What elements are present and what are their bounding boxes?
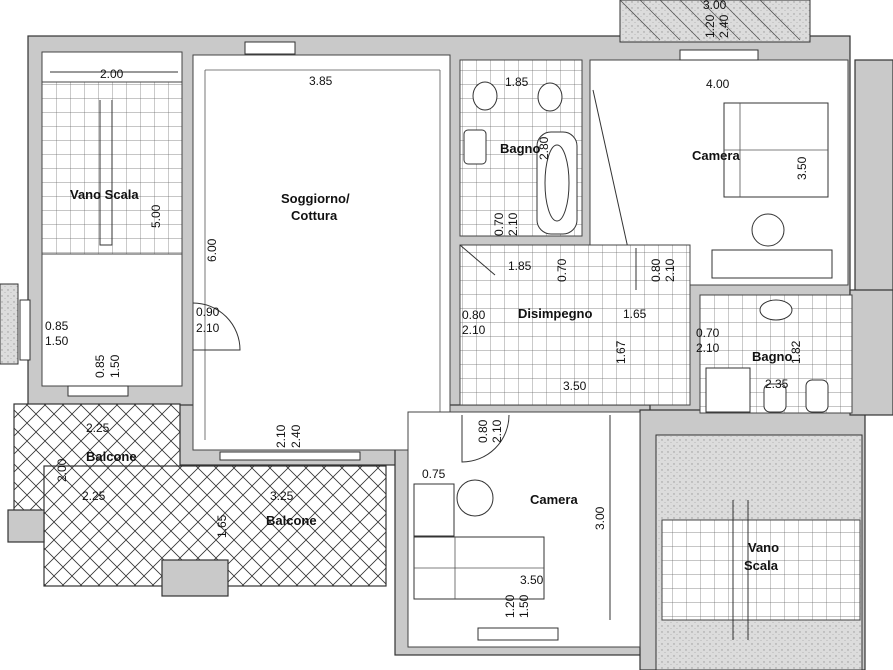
dim-bagno2-w: 2.35 <box>765 377 789 391</box>
dim-balcone-c-h: 1.65 <box>215 514 229 538</box>
dim-door-sogg-b: 2.10 <box>196 321 220 335</box>
label-balcone-left: Balcone <box>86 449 137 464</box>
dim-door-bagno-b: 2.10 <box>506 212 520 236</box>
label-bagno-top: Bagno <box>500 141 541 156</box>
label-disimpegno: Disimpegno <box>518 306 592 321</box>
dim-camera2-h: 3.00 <box>593 506 607 530</box>
camera-bottom <box>407 411 641 648</box>
dim-win-left-b: 1.50 <box>45 334 69 348</box>
dim-camera-w: 4.00 <box>706 77 730 91</box>
vano-scala-right <box>655 434 863 670</box>
dim-disimp-top-h: 0.70 <box>555 258 569 282</box>
dim-bagno-h: 2.80 <box>537 136 551 160</box>
label-scala-right: Scala <box>744 558 779 573</box>
camera-top <box>589 59 849 286</box>
dim-door-cam2-a: 0.80 <box>476 419 490 443</box>
dim-disimp-h: 1.67 <box>614 340 628 364</box>
dim-desk-w: 0.75 <box>422 467 446 481</box>
dim-door-sogg-a: 0.90 <box>196 305 220 319</box>
label-soggiorno: Soggiorno/ <box>281 191 350 206</box>
label-camera-bottom: Camera <box>530 492 578 507</box>
dim-win-sogg-a: 2.10 <box>274 424 288 448</box>
label-cottura: Cottura <box>291 208 338 223</box>
windows <box>19 41 759 641</box>
dim-disimp-len: 3.50 <box>563 379 587 393</box>
dim-win-left-a: 0.85 <box>45 319 69 333</box>
dim-camera-h: 3.50 <box>795 156 809 180</box>
label-bagno-small: Bagno <box>752 349 793 364</box>
label-vano-scala-left: Vano Scala <box>70 187 139 202</box>
dim-door-disimp-b: 2.10 <box>462 323 486 337</box>
label-camera-top: Camera <box>692 148 740 163</box>
dim-win-cam2-a: 1.20 <box>503 594 517 618</box>
dim-door-camera-b: 2.10 <box>663 258 677 282</box>
dim-stair-w: 2.00 <box>100 67 124 81</box>
label-vano-right: Vano <box>748 540 779 555</box>
dim-door-bagno-a: 0.70 <box>492 212 506 236</box>
dim-top-stair-b: 2.40 <box>717 14 731 38</box>
dim-door-disimp-a: 0.80 <box>462 308 486 322</box>
dim-disimp-top-w: 1.85 <box>508 259 532 273</box>
dim-win-sogg-b: 2.40 <box>289 424 303 448</box>
dim-door-cam2-b: 2.10 <box>490 419 504 443</box>
dim-door-bagno2-b: 2.10 <box>696 341 720 355</box>
vano-scala-left <box>41 51 183 387</box>
dim-balcone-h: 2.00 <box>55 458 69 482</box>
top-stair <box>619 0 811 43</box>
dim-top-stair-w: 3.00 <box>703 0 727 12</box>
soggiorno <box>192 54 451 451</box>
dim-bagno-w: 1.85 <box>505 75 529 89</box>
dim-balcone-c-w: 3.25 <box>270 489 294 503</box>
dim-camera2-w: 3.50 <box>520 573 544 587</box>
dim-balcone-w2: 2.25 <box>82 489 106 503</box>
balconies <box>0 283 387 597</box>
label-balcone-center: Balcone <box>266 513 317 528</box>
dim-door-camera-a: 0.80 <box>649 258 663 282</box>
dim-stair-h: 5.00 <box>149 204 163 228</box>
dim-top-stair-a: 1.20 <box>703 14 717 38</box>
dim-soggiorno-h: 6.00 <box>205 238 219 262</box>
door-swings <box>192 248 637 463</box>
bagno-top <box>459 59 583 237</box>
dim-bagno2-h: 1.82 <box>789 340 803 364</box>
dim-win-cam2-b: 1.50 <box>517 594 531 618</box>
dim-door-bagno2-a: 0.70 <box>696 326 720 340</box>
dim-disimp-w: 1.65 <box>623 307 647 321</box>
dim-win-stair-a: 0.85 <box>93 354 107 378</box>
dim-soggiorno-w: 3.85 <box>309 74 333 88</box>
bagno-small <box>699 294 853 414</box>
disimpegno <box>459 244 691 406</box>
dim-balcone-w1: 2.25 <box>86 421 110 435</box>
dim-win-stair-b: 1.50 <box>108 354 122 378</box>
